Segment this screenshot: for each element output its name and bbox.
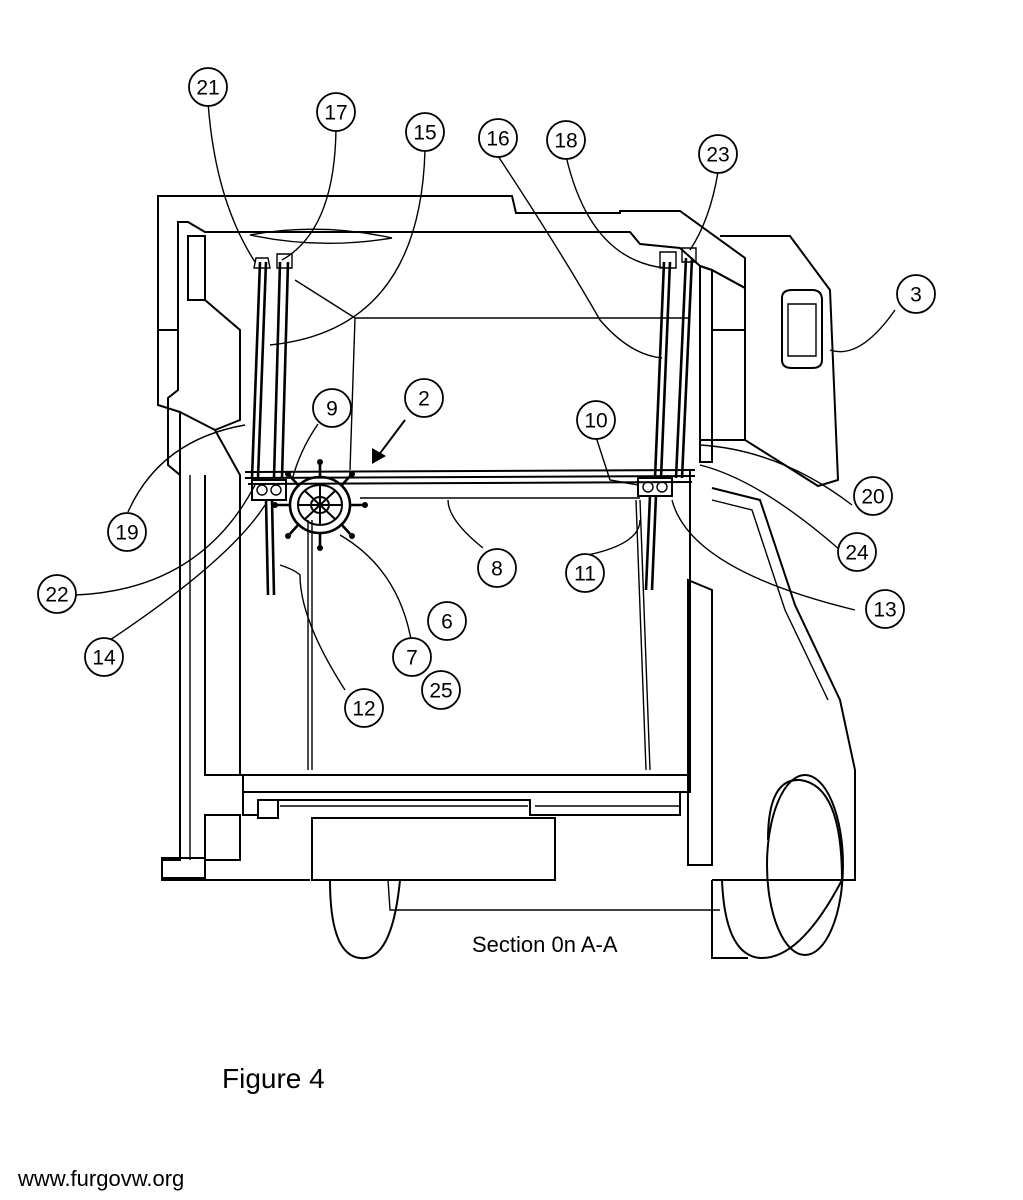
callout-circle [316,92,356,132]
callout-number: 13 [873,599,896,622]
rear-wheel [329,879,401,960]
callout-17: 17 [316,92,356,132]
callout-24: 24 [837,532,877,572]
callout-circle [392,637,432,677]
callout-13: 13 [865,589,905,629]
callout-number: 24 [845,542,869,565]
callout-number: 25 [429,680,452,703]
callout-circle [565,553,605,593]
callout-number: 17 [324,102,347,125]
callout-8: 8 [477,548,517,588]
callout-number: 12 [352,698,375,721]
callout-16: 16 [478,118,518,158]
cab-roof-box [720,235,840,488]
left-strut-b [272,261,290,479]
callout-number: 16 [486,128,509,151]
callout-18: 18 [546,120,586,160]
callout-number: 14 [92,647,116,670]
callout-circle [853,476,893,516]
chassis-block [311,817,556,881]
callout-number: 19 [115,522,138,545]
callout-circle [421,670,461,710]
callout-19: 19 [107,512,147,552]
callout-circle [546,120,586,160]
callout-circle [478,118,518,158]
callout-labels: 21 17 15 16 18 23 3 9 2 10 19 20 24 8 11 22 13 6 14 7 25 12 [37,67,936,728]
left-wall-section [157,329,181,478]
callout-9: 9 [312,388,352,428]
callout-number: 9 [326,398,338,421]
lifting-mechanism [244,247,697,771]
callout-2: 2 [404,378,444,418]
callout-number: 8 [491,558,503,581]
callout-7: 7 [392,637,432,677]
callout-circle [344,688,384,728]
callout-circle [107,512,147,552]
callout-circle [865,589,905,629]
callout-23: 23 [698,134,738,174]
callout-number: 11 [574,563,596,586]
figure-caption: Figure 4 [222,1063,325,1094]
left-strut-a [250,261,268,479]
right-bracket [637,477,673,497]
callout-12: 12 [344,688,384,728]
callout-25: 25 [421,670,461,710]
leader-lines [74,101,896,691]
callout-22: 22 [37,574,77,614]
callout-circle [84,637,124,677]
callout-21: 21 [188,67,228,107]
callout-circle [896,274,936,314]
callout-circle [698,134,738,174]
callout-number: 2 [418,388,430,411]
callout-10: 10 [576,400,616,440]
callout-circle [188,67,228,107]
callout-14: 14 [84,637,124,677]
callout-number: 15 [413,122,436,145]
right-strut-b [674,257,694,479]
callout-circle [477,548,517,588]
callout-number: 22 [45,584,68,607]
callout-3: 3 [896,274,936,314]
skylight-recess [249,228,393,245]
callout-15: 15 [405,112,445,152]
callout-circle [404,378,444,418]
callout-circle [576,400,616,440]
cab-window [781,289,823,369]
right-wall-section-lower [687,578,713,866]
section-caption: Section 0n A-A [472,932,618,957]
callout-number: 20 [861,486,884,509]
hand-wheel [272,459,368,551]
callout-number: 3 [910,284,922,307]
callout-circle [405,112,445,152]
callout-6: 6 [427,601,467,641]
right-strut-a [653,261,672,479]
cab-front-outline [711,487,856,881]
callout-number: 23 [706,144,729,167]
right-wall-section-upper [699,264,713,463]
floor-section [242,774,691,793]
watermark: www.furgovw.org [17,1166,184,1191]
callout-circle [427,601,467,641]
callout-number: 7 [406,647,418,670]
front-wheel [721,778,843,960]
roof-section [157,195,746,331]
callout-circle [837,532,877,572]
callout-number: 18 [554,130,577,153]
vehicle-section-drawing [157,195,856,960]
callout-number: 10 [584,410,607,433]
callout-circle [37,574,77,614]
callout-number: 6 [441,611,453,634]
direction-arrow [377,419,406,457]
callout-number: 21 [196,77,219,100]
callout-11: 11 [565,553,605,593]
callout-circle [312,388,352,428]
callout-20: 20 [853,476,893,516]
